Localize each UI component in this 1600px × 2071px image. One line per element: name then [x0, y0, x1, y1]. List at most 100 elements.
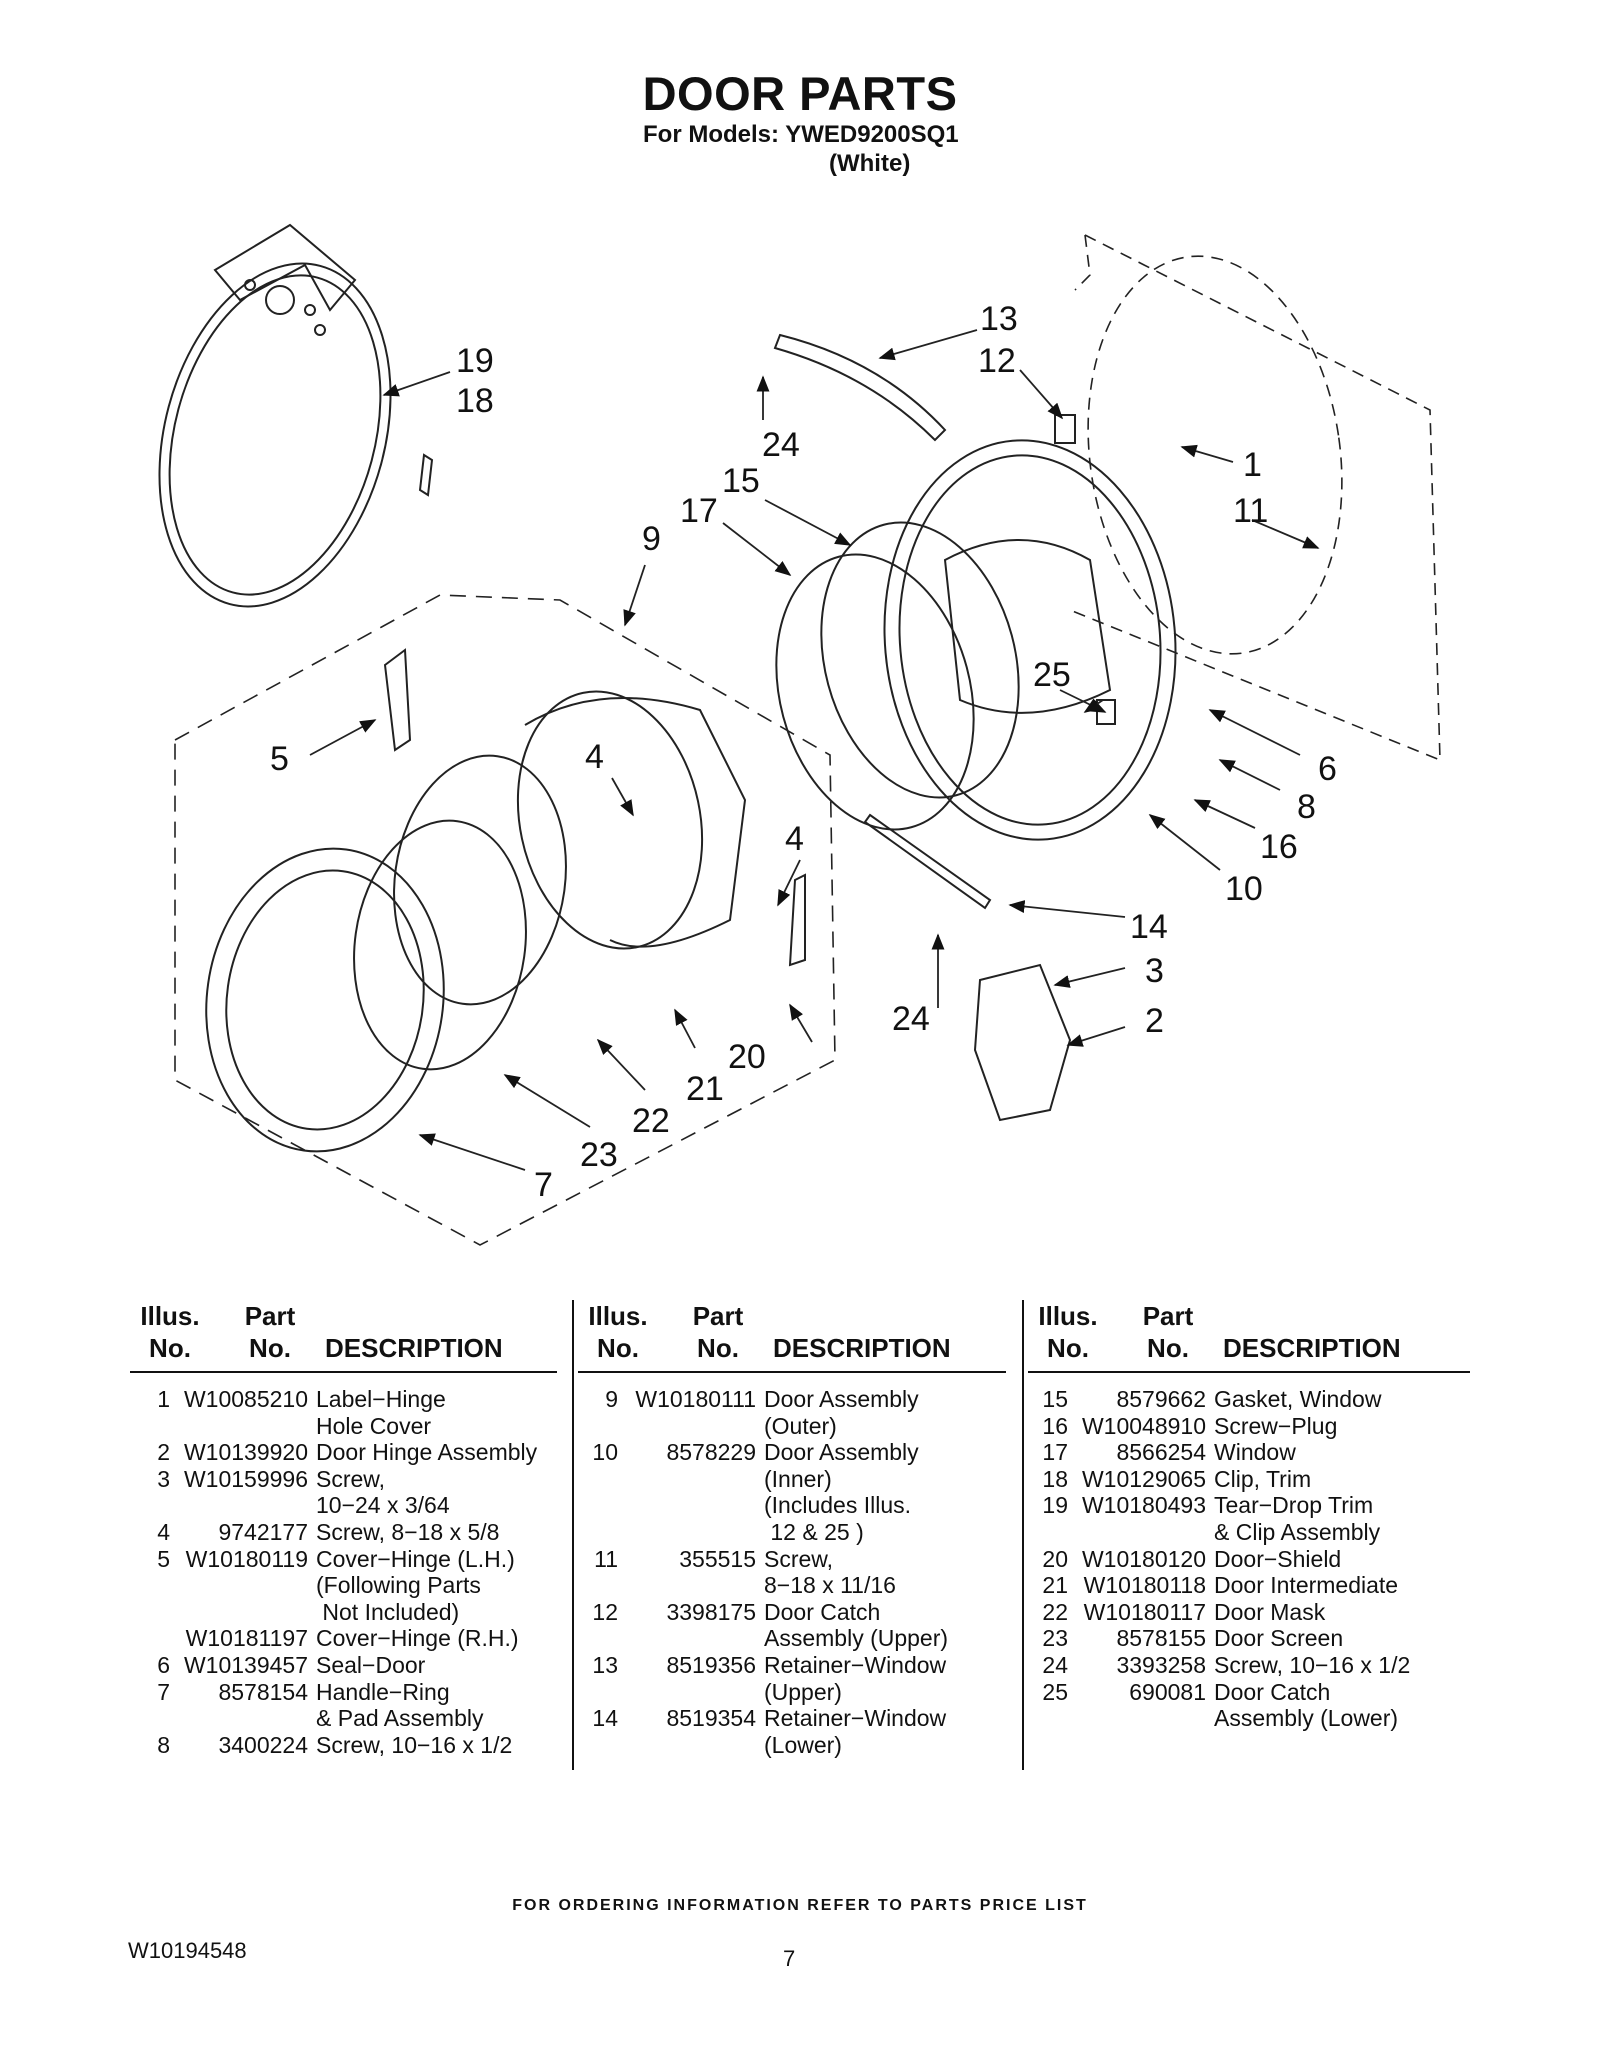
part-description: Seal−Door [316, 1651, 426, 1678]
part-description: Gasket, Window [1214, 1386, 1382, 1412]
cabinet-outline [1069, 234, 1441, 762]
header-description: DESCRIPTION [325, 1333, 503, 1363]
part-number: W10180120 [1081, 1545, 1206, 1572]
part-number: W10139920 [183, 1439, 308, 1466]
callout: 21 [686, 1070, 724, 1108]
callout: 24 [762, 426, 800, 464]
callout: 11 [1233, 492, 1268, 530]
part-number: 690081 [1129, 1678, 1206, 1705]
illus-number: 21 [1042, 1572, 1068, 1599]
illus-number: 23 [1042, 1625, 1068, 1652]
callout: 10 [1225, 870, 1263, 908]
illus-number: 13 [592, 1651, 618, 1678]
model-subtitle: For Models: YWED9200SQ1 (White) [643, 120, 959, 178]
part-description: Screw, 10−16 x 1/2 [1214, 1651, 1411, 1678]
callout: 16 [1260, 828, 1298, 866]
illus-number: 2 [157, 1439, 170, 1466]
callout: 8 [1297, 788, 1316, 826]
header-part-no: No. [249, 1333, 291, 1363]
document-number: W10194548 [128, 1938, 247, 1963]
outer-door-group-box [174, 594, 836, 1246]
part-number: W10159996 [183, 1465, 308, 1492]
header-illus: Illus. [140, 1301, 200, 1331]
part-number: 8519356 [666, 1651, 756, 1678]
part-description: Window [1214, 1439, 1296, 1466]
callout: 20 [728, 1038, 766, 1076]
header-illus-no: No. [149, 1333, 191, 1363]
illus-number: 4 [157, 1518, 170, 1545]
callout: 6 [1318, 750, 1337, 788]
part-number: 8578154 [218, 1678, 308, 1705]
color-line: (White) [829, 150, 911, 177]
part-description: Retainer−Window (Lower) [764, 1705, 947, 1758]
lower-retainer-drawing [863, 813, 992, 910]
part-number: W10048910 [1081, 1412, 1206, 1439]
illus-number: 1 [157, 1386, 170, 1412]
exploded-door-diagram: 1 2 3 4 4 5 6 7 8 9 10 11 12 13 14 15 16… [158, 223, 1441, 1246]
callout: 12 [978, 342, 1016, 380]
callout: 18 [456, 382, 494, 420]
part-description: Door Mask [1214, 1598, 1326, 1625]
part-description: Screw, 8−18 x 5/8 [316, 1518, 500, 1545]
inner-door-drawing [883, 414, 1177, 841]
header-illus-no: No. [597, 1333, 639, 1363]
part-number: W10180117 [1083, 1598, 1206, 1625]
callout: 7 [534, 1166, 553, 1204]
part-number: 3400224 [218, 1731, 308, 1758]
part-number: W10129065 [1081, 1465, 1206, 1492]
header-illus: Illus. [1038, 1301, 1098, 1331]
parts-row: 4 9742177 Screw, 8−18 x 5/8 [130, 1519, 537, 1546]
part-description: Door Assembly (Inner) (Includes Illus. 1… [764, 1439, 919, 1545]
gasket-drawing [820, 521, 1020, 799]
callout: 4 [785, 820, 804, 858]
callout-leaders [309, 329, 1320, 1171]
illus-number: 19 [1042, 1492, 1068, 1519]
illus-number [130, 1625, 170, 1652]
part-number: 355515 [679, 1545, 756, 1572]
callout: 3 [1145, 952, 1164, 990]
part-description: Door Screen [1214, 1625, 1344, 1652]
upper-retainer-drawing [773, 333, 947, 442]
part-number: W10180118 [1083, 1572, 1206, 1599]
part-description: Door Hinge Assembly [316, 1439, 538, 1466]
window-drawing [775, 553, 975, 831]
callout-numbers: 1 2 3 4 4 5 6 7 8 9 10 11 12 13 14 15 16… [270, 300, 1337, 1204]
parts-row: 2 W10139920 Door Hinge Assembly [130, 1439, 537, 1466]
callout: 9 [642, 520, 661, 558]
illus-number: 10 [592, 1439, 618, 1466]
part-number: 8579662 [1116, 1386, 1206, 1412]
part-description: Cover−Hinge (R.H.) [316, 1625, 519, 1652]
illus-number: 14 [592, 1705, 618, 1732]
callout: 14 [1130, 908, 1168, 946]
part-number: 9742177 [218, 1518, 308, 1545]
part-number: W10181197 [185, 1625, 308, 1652]
header-part-no: No. [1147, 1333, 1189, 1363]
callout: 24 [892, 1000, 930, 1038]
callout: 1 [1243, 446, 1262, 484]
header-illus: Illus. [588, 1301, 648, 1331]
column-divider [572, 1300, 574, 1770]
part-number: W10139457 [183, 1651, 308, 1678]
tear-drop-trim-drawing [158, 223, 434, 608]
illus-number: 11 [594, 1545, 618, 1572]
header-rule [130, 1371, 557, 1373]
part-number: W10085210 [183, 1386, 308, 1412]
illus-number: 20 [1042, 1545, 1068, 1572]
illus-number: 8 [157, 1731, 170, 1758]
